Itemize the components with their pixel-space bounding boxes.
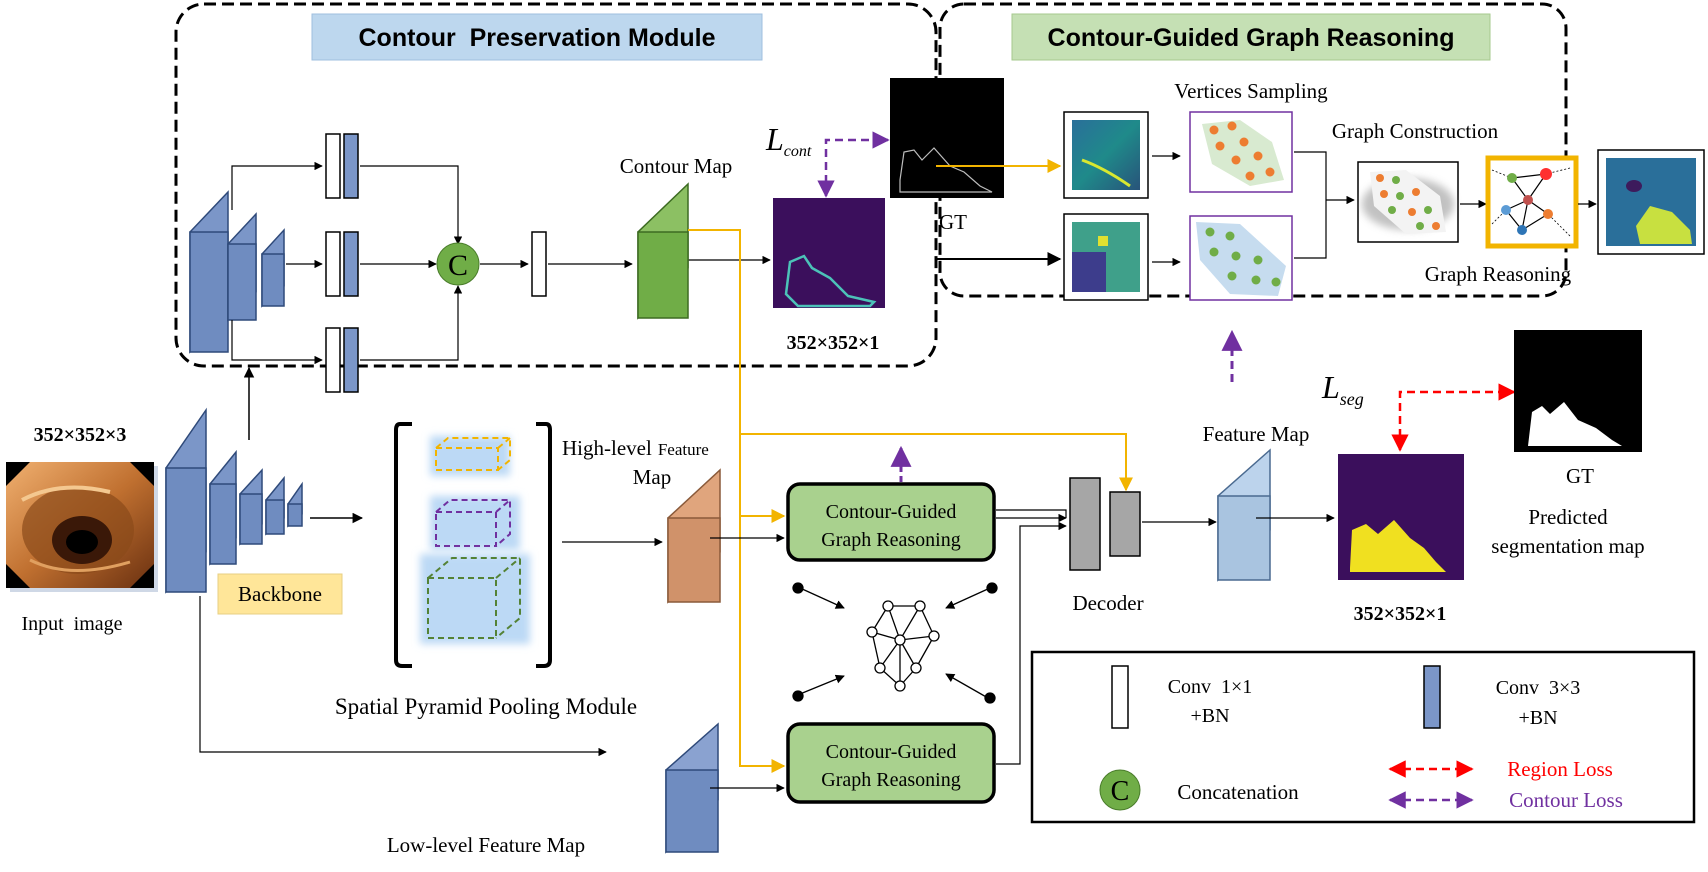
legend-conv3-swatch — [1423, 665, 1441, 729]
decoder-block — [1069, 477, 1141, 571]
contour-loss-symbol: Lcont — [765, 121, 812, 160]
spp-left-bracket — [394, 422, 412, 668]
yellow-to-decoder — [740, 433, 1133, 492]
low-level-label: Low-level Feature Map — [387, 833, 585, 857]
cpm-encoder-stack — [189, 190, 285, 354]
high-level-label-word2: Feature — [658, 440, 709, 459]
contour-loss-symbol-main: L — [765, 121, 784, 157]
block1-to-decoder — [996, 509, 1067, 518]
gt-seg-image — [1514, 330, 1642, 452]
seg-loss-symbol-main: L — [1321, 369, 1340, 405]
predicted-label-1: Predicted — [1528, 505, 1608, 529]
graph-construction-box — [1357, 161, 1459, 243]
spp-pool-small — [430, 436, 511, 476]
contour-map-label: Contour Map — [620, 154, 733, 178]
concat-node — [436, 242, 480, 286]
graph-reasoning-box — [1485, 155, 1579, 249]
high-level-label-1: High-level Feature — [562, 436, 709, 460]
graph-reasoning-label: Graph Reasoning — [1425, 262, 1572, 286]
cggr-block-2-line1: Contour-Guided — [826, 741, 957, 763]
low-level-feature-block — [665, 722, 719, 854]
contour-size-label: 352×352×1 — [787, 332, 880, 354]
spp-label: Spatial Pyramid Pooling Module — [335, 694, 637, 719]
spp-pool-large — [420, 554, 530, 644]
cggr-input-heatmap-1 — [1063, 111, 1149, 199]
legend-conv1-line1: Conv 1×1 — [1168, 676, 1253, 698]
predicted-label-2: segmentation map — [1491, 534, 1644, 558]
cpm-title: Contour Preservation Module — [359, 24, 716, 52]
graph-icon — [792, 582, 998, 704]
contour-loss-symbol-sub: cont — [784, 143, 812, 160]
seg-loss-symbol-sub: seg — [1340, 389, 1364, 409]
cggr-block-2: Contour-Guided Graph Reasoning — [786, 722, 996, 804]
cggr-frame — [938, 2, 1568, 298]
predicted-map-image — [1338, 454, 1464, 580]
feature-map-label: Feature Map — [1203, 422, 1310, 446]
spp-right-bracket — [536, 422, 552, 668]
graph-construction-label: Graph Construction — [1332, 119, 1499, 143]
cggr-title-box — [1011, 13, 1491, 61]
pred-size-label: 352×352×1 — [1354, 603, 1447, 625]
input-image — [6, 462, 154, 588]
legend-conv3-line1: Conv 3×3 — [1496, 677, 1581, 699]
cggr-output-heatmap — [1597, 149, 1705, 255]
region-loss-arrow — [1391, 383, 1516, 452]
backbone-label: Backbone — [238, 582, 322, 606]
legend-concat-swatch — [1099, 769, 1141, 811]
legend-contour-label: Contour Loss — [1509, 788, 1623, 812]
decoder-label: Decoder — [1072, 591, 1143, 615]
cggr-block-1-line2: Graph Reasoning — [821, 529, 960, 551]
contour-feature-block — [637, 182, 689, 320]
cpm-branches — [231, 161, 771, 365]
yellow-contour-guide — [688, 229, 786, 773]
gt-right-label: GT — [1566, 464, 1594, 488]
vertices-sampling-box-2 — [1189, 215, 1293, 301]
concat-node-symbol: C — [448, 249, 468, 282]
cggr-block-1: Contour-Guided Graph Reasoning — [786, 482, 996, 562]
legend-conv1-swatch — [1111, 665, 1129, 729]
cggr-input-heatmap-2 — [1063, 213, 1149, 301]
vertices-sampling-label: Vertices Sampling — [1174, 79, 1328, 103]
cggr-block-1-line1: Contour-Guided — [826, 501, 957, 523]
low-level-path — [199, 596, 607, 757]
cpm-title-box — [311, 13, 763, 61]
spp-pool-medium — [430, 496, 520, 550]
cggr-title: Contour-Guided Graph Reasoning — [1048, 24, 1455, 52]
gt-contour-image — [890, 78, 1004, 198]
input-size-label: 352×352×3 — [34, 424, 127, 446]
merge-line-1 — [1294, 151, 1327, 200]
feature-map-block — [1217, 448, 1271, 582]
legend-concat-label: Concatenation — [1177, 780, 1299, 804]
gt-top-label: GT — [939, 210, 967, 234]
high-level-label-2: Map — [633, 465, 672, 489]
contour-loss-arrow — [817, 131, 890, 198]
input-image-label: Input image — [21, 613, 122, 635]
vertices-sampling-box-1 — [1189, 111, 1293, 193]
contour-map-image — [773, 198, 885, 308]
legend-conv3-line2: +BN — [1518, 707, 1557, 729]
high-level-feature-block — [667, 468, 721, 604]
merge-line-2 — [1294, 200, 1327, 259]
legend-concat-symbol: C — [1111, 776, 1130, 807]
legend-conv1-line2: +BN — [1190, 705, 1229, 727]
cpm-conv-blocks — [325, 133, 547, 393]
high-level-label-word: High-level — [562, 436, 652, 460]
legend-box — [1030, 650, 1696, 824]
backbone-stack — [165, 407, 303, 594]
backbone-label-box — [217, 573, 343, 615]
legend-region-label: Region Loss — [1507, 757, 1613, 781]
cggr-block-2-line2: Graph Reasoning — [821, 769, 960, 791]
seg-loss-symbol: Lseg — [1321, 369, 1364, 409]
block2-to-decoder — [996, 521, 1067, 765]
